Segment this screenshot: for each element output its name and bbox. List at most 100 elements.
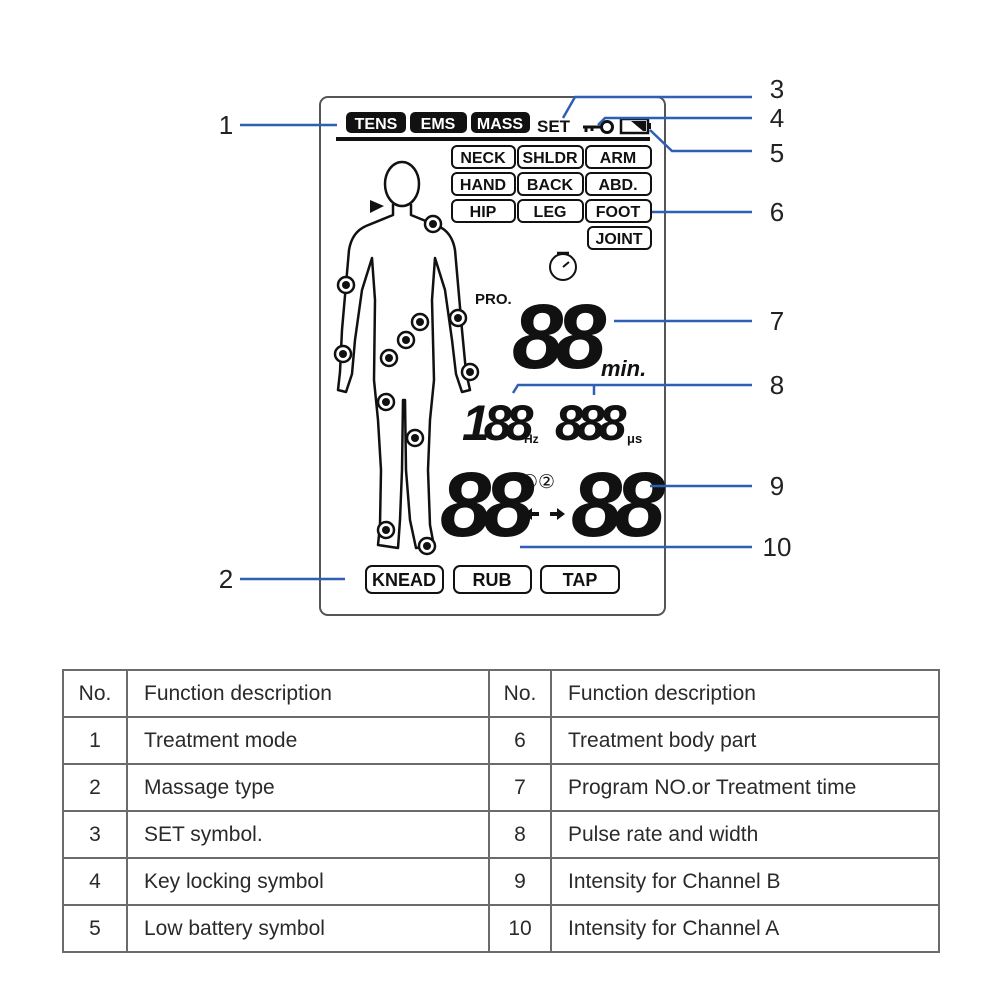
electrode-point-icon	[448, 308, 468, 328]
timer-icon	[549, 251, 577, 281]
electrode-point-icon	[417, 536, 437, 556]
set-symbol: SET	[537, 117, 571, 136]
body-part-box-arm	[585, 145, 652, 169]
callout-number: 10	[763, 532, 792, 562]
electrode-point-icon	[336, 275, 356, 295]
body-part-label: JOINT	[595, 231, 642, 248]
callout-number: 2	[219, 564, 233, 594]
pulse-rate-unit: Hz	[524, 432, 539, 446]
body-part-label: LEG	[534, 204, 567, 221]
mode-label-tens: TENS	[355, 116, 398, 133]
time-digits: 88	[512, 286, 607, 388]
table-cell: 1	[62, 716, 128, 765]
table-cell: 4	[62, 857, 128, 906]
callout-number: 3	[770, 74, 784, 104]
pulse-width-digits: 888	[555, 395, 627, 451]
function-table: No. Function description No. Function de…	[62, 669, 940, 953]
mode-badge-mass	[471, 112, 530, 133]
header-cell: Function description	[126, 669, 490, 718]
body-part-box-abd	[585, 172, 652, 196]
electrode-point-icon	[410, 312, 430, 332]
mode-label-ems: EMS	[421, 116, 456, 133]
mode-badge-ems	[410, 112, 467, 133]
electrode-point-icon	[460, 362, 480, 382]
callout-number: 4	[770, 103, 784, 133]
massage-box-knead	[365, 565, 444, 594]
massage-label-knead: KNEAD	[372, 570, 436, 590]
table-row: 1 Treatment mode 6 Treatment body part	[62, 716, 940, 765]
callout-number: 5	[770, 138, 784, 168]
body-part-label: HIP	[470, 204, 497, 221]
mode-badge-tens	[346, 112, 406, 133]
body-part-label: HAND	[460, 177, 506, 194]
table-cell: 2	[62, 763, 128, 812]
electrode-point-icon	[423, 214, 443, 234]
table-cell: 6	[488, 716, 552, 765]
lcd-separator	[336, 137, 650, 141]
electrode-point-icon	[333, 344, 353, 364]
time-unit: min.	[601, 356, 646, 381]
table-cell: Intensity for Channel A	[550, 904, 940, 953]
massage-type-boxes: KNEAD RUB TAP	[365, 565, 620, 594]
massage-label-tap: TAP	[563, 570, 598, 590]
channel-left-digits: 88	[440, 454, 535, 556]
channel-right-digits: 88	[571, 454, 666, 556]
massage-label-rub: RUB	[473, 570, 512, 590]
body-part-box-back	[517, 172, 584, 196]
callout-numbers: 1 2 3 4 5 6 7 8 9 10	[219, 74, 792, 594]
electrode-point-icon	[396, 330, 416, 350]
table-row: 4 Key locking symbol 9 Intensity for Cha…	[62, 857, 940, 906]
header-cell: No.	[62, 669, 128, 718]
mode-label-mass: MASS	[477, 116, 524, 133]
callout-number: 9	[770, 471, 784, 501]
body-part-box-shldr	[517, 145, 584, 169]
table-cell: Key locking symbol	[126, 857, 490, 906]
electrode-points	[333, 214, 480, 556]
table-cell: 10	[488, 904, 552, 953]
massage-box-rub	[453, 565, 532, 594]
body-part-label: SHLDR	[522, 150, 578, 167]
callout-number: 6	[770, 197, 784, 227]
electrode-point-icon	[405, 428, 425, 448]
body-part-box-joint	[587, 226, 652, 250]
table-row: 5 Low battery symbol 10 Intensity for Ch…	[62, 904, 940, 953]
header-cell: Function description	[550, 669, 940, 718]
table-cell: Massage type	[126, 763, 490, 812]
callout-number: 8	[770, 370, 784, 400]
header-cell: No.	[488, 669, 552, 718]
pulse-rate-digits: 188	[462, 395, 534, 451]
callout-number: 7	[770, 306, 784, 336]
callout-lines	[240, 95, 752, 581]
callout-number: 1	[219, 110, 233, 140]
electrode-point-icon	[379, 348, 399, 368]
pulse-width-unit: μs	[627, 431, 642, 446]
table-cell: 9	[488, 857, 552, 906]
table-cell: Treatment mode	[126, 716, 490, 765]
lcd-diagram: TENS EMS MASS SET NECK SHLDR ARM HAND BA…	[219, 74, 792, 616]
table-row: 3 SET symbol. 8 Pulse rate and width	[62, 810, 940, 859]
table-row: 2 Massage type 7 Program NO.or Treatment…	[62, 763, 940, 812]
electrode-point-icon	[376, 520, 396, 540]
table-cell: 3	[62, 810, 128, 859]
table-cell: Pulse rate and width	[550, 810, 940, 859]
body-figure-icon	[336, 160, 472, 550]
play-indicator-icon	[370, 200, 384, 213]
body-part-box-foot	[585, 199, 652, 223]
body-part-grid: NECK SHLDR ARM HAND BACK ABD. HIP LEG FO…	[451, 145, 652, 250]
mode-badges: TENS EMS MASS	[346, 112, 530, 133]
body-part-label: ABD.	[598, 177, 637, 194]
body-part-label: BACK	[527, 177, 574, 194]
table-cell: Treatment body part	[550, 716, 940, 765]
body-part-label: ARM	[600, 150, 636, 167]
body-part-label: NECK	[460, 150, 506, 167]
body-part-box-hand	[451, 172, 516, 196]
electrode-point-icon	[376, 392, 396, 412]
table-header-row: No. Function description No. Function de…	[62, 669, 940, 718]
table-cell: Program NO.or Treatment time	[550, 763, 940, 812]
channel-symbols: ①②	[521, 472, 555, 493]
table-cell: 5	[62, 904, 128, 953]
table-cell: Intensity for Channel B	[550, 857, 940, 906]
body-part-label: FOOT	[596, 204, 641, 221]
key-lock-icon	[583, 120, 614, 134]
channel-arrows-icon	[524, 508, 565, 520]
